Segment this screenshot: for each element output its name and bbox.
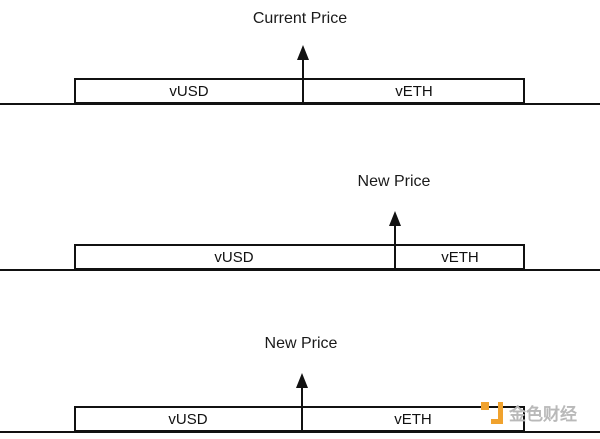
token-label-vusd: vUSD — [214, 249, 254, 266]
token-label-veth: vETH — [394, 411, 432, 428]
token-label-vusd: vUSD — [169, 83, 209, 100]
liquidity-bar — [74, 78, 525, 104]
price-caption-current: Current Price — [252, 10, 348, 27]
token-label-veth: vETH — [441, 249, 479, 266]
watermark: 金色财经 — [481, 400, 577, 425]
baseline — [0, 431, 600, 433]
bar-divider — [302, 78, 304, 104]
arrow-head-icon — [296, 373, 308, 388]
price-caption-new-shifted: New Price — [357, 173, 431, 190]
baseline — [0, 103, 600, 105]
token-label-vusd: vUSD — [168, 411, 208, 428]
watermark-text: 金色财经 — [509, 405, 577, 424]
arrow-head-icon — [297, 45, 309, 60]
logo-hook — [491, 401, 503, 424]
liquidity-bar — [74, 406, 525, 432]
arrow-head-icon — [389, 211, 401, 226]
bar-divider — [301, 406, 303, 432]
token-label-veth: vETH — [395, 83, 433, 100]
baseline — [0, 269, 600, 271]
bar-divider — [394, 244, 396, 270]
jinse-finance-logo-icon — [481, 401, 503, 424]
logo-square — [481, 401, 489, 410]
price-caption-new-recentred: New Price — [264, 335, 338, 352]
